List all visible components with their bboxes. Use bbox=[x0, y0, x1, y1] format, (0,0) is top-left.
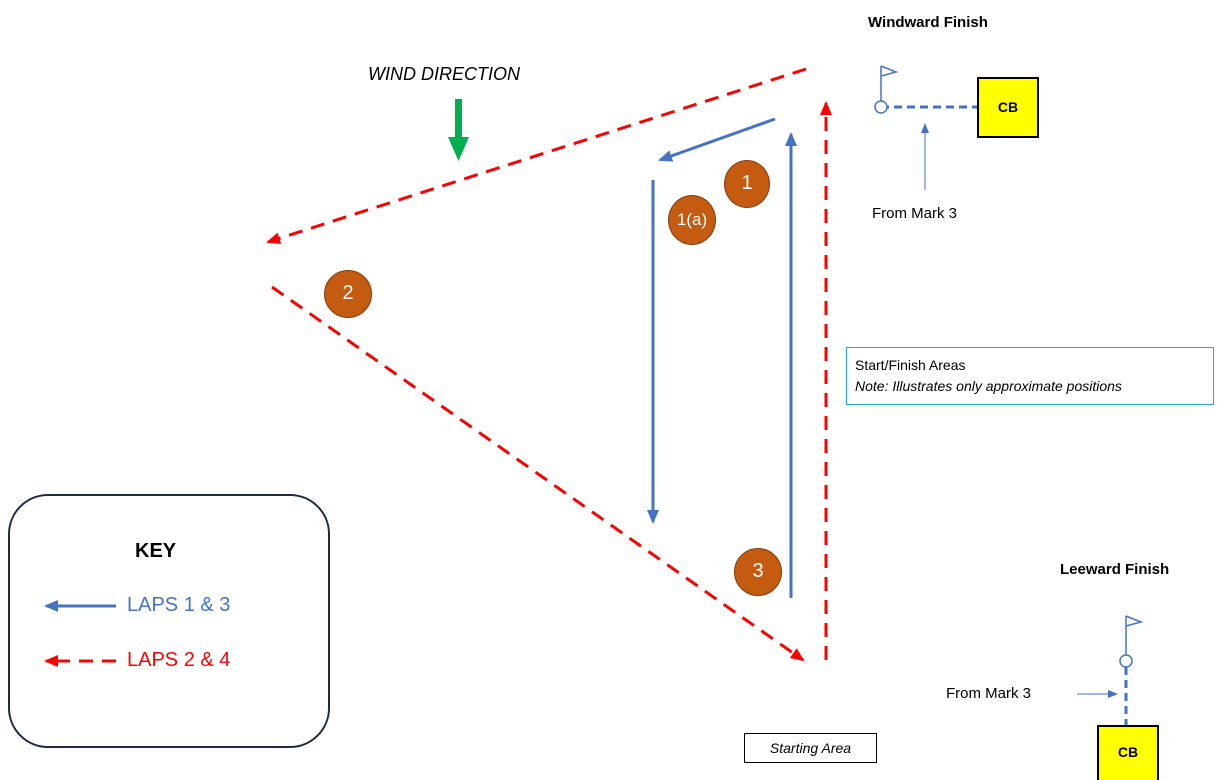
leeward-finish-line bbox=[1119, 654, 1133, 725]
flag-icon bbox=[880, 65, 899, 101]
start-finish-info-box: Start/Finish Areas Note: Illustrates onl… bbox=[846, 347, 1214, 405]
key-red-label: LAPS 2 & 4 bbox=[127, 649, 231, 671]
from-mark-3-windward-label: From Mark 3 bbox=[872, 205, 958, 222]
start-finish-title: Start/Finish Areas bbox=[855, 357, 966, 373]
mark-1a: 1(a) bbox=[668, 195, 716, 245]
leeward-finish-title: Leeward Finish bbox=[1060, 561, 1170, 578]
mark-3: 3 bbox=[734, 548, 782, 596]
red-leg-to-mark-3 bbox=[271, 285, 805, 662]
flag-icon bbox=[1125, 615, 1144, 655]
red-course-legs bbox=[266, 67, 832, 662]
starting-area-label: Starting Area bbox=[744, 733, 877, 763]
blue-course-legs bbox=[647, 117, 797, 598]
key-title: KEY bbox=[135, 540, 177, 562]
windward-finish-title: Windward Finish bbox=[868, 14, 988, 31]
wind-direction-label: WIND DIRECTION bbox=[368, 64, 520, 84]
mark-2: 2 bbox=[324, 270, 372, 318]
from-mark-3-leeward-label: From Mark 3 bbox=[946, 685, 1032, 702]
mark-1: 1 bbox=[724, 160, 770, 208]
committee-boat-windward: CB bbox=[977, 77, 1039, 138]
windward-finish-line bbox=[874, 100, 977, 114]
key-legend: KEY LAPS 1 & 3 LAPS 2 & 4 bbox=[8, 494, 330, 748]
key-blue-label: LAPS 1 & 3 bbox=[127, 594, 231, 616]
start-finish-note: Note: Illustrates only approximate posit… bbox=[855, 378, 1122, 394]
blue-leg-to-mark-1a bbox=[658, 117, 776, 162]
down-arrow-icon bbox=[448, 99, 469, 161]
committee-boat-leeward: CB bbox=[1097, 725, 1159, 780]
red-leg-to-mark-2 bbox=[266, 67, 807, 245]
